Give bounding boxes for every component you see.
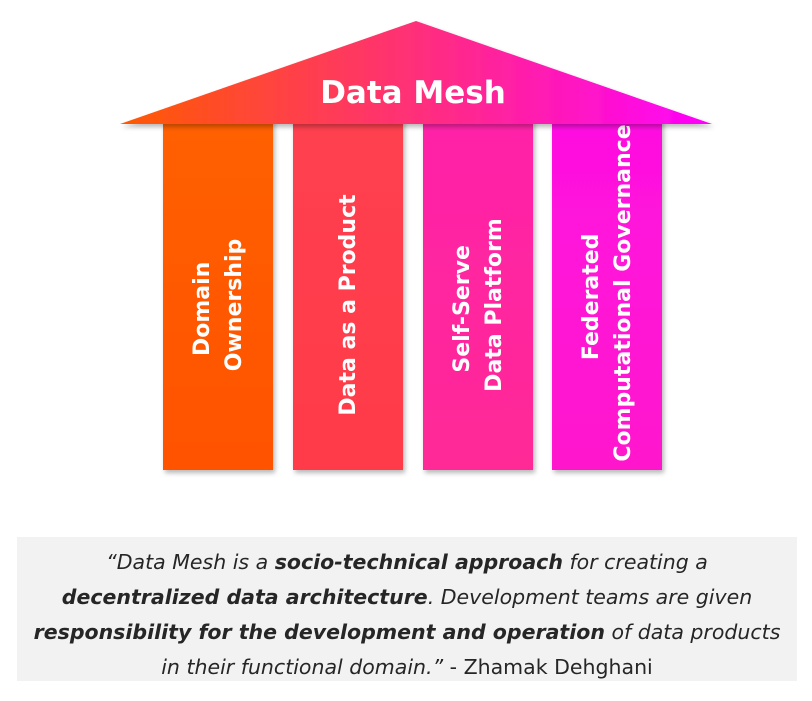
roof: Data Mesh bbox=[120, 21, 712, 124]
quote-highlight-3: responsibility for the development and o… bbox=[33, 620, 605, 644]
pillar-0: Domain Ownership bbox=[163, 118, 273, 470]
pillar-0-label-line-1: Ownership bbox=[222, 239, 247, 372]
svg-text:Federated Computational: Federated Computational Governance bbox=[579, 124, 636, 461]
pillar-2: Self-Serve Data Platform bbox=[423, 118, 533, 470]
quote-box: “Data Mesh is a socio-technical approach… bbox=[17, 537, 797, 681]
quote-text-part-2: for creating a bbox=[562, 550, 708, 574]
svg-text:Domain Ownership: Domain Ownership bbox=[190, 239, 247, 372]
pillar-1: Data as a Product bbox=[293, 118, 403, 470]
data-mesh-diagram: Domain Ownership Data as a Product Self-… bbox=[120, 21, 712, 470]
roof-title: Data Mesh bbox=[320, 75, 506, 111]
pillar-3-label-line-0: Federated bbox=[579, 234, 604, 361]
svg-text:Data as a Product: Data as a Product bbox=[336, 194, 361, 416]
quote-text-part-1: “Data Mesh is a bbox=[106, 550, 275, 574]
pillar-2-label-line-0: Self-Serve bbox=[450, 245, 475, 373]
pillar-0-column bbox=[163, 118, 273, 470]
quote-highlight-2: decentralized data architecture bbox=[61, 585, 428, 609]
pillar-2-column bbox=[423, 118, 533, 470]
quote-highlight-1: socio-technical approach bbox=[274, 550, 563, 574]
svg-text:Self-Serve Data Platform: Self-Serve Data Platform bbox=[450, 218, 507, 392]
roof-shape bbox=[120, 21, 712, 124]
pillar-1-column bbox=[293, 118, 403, 470]
pillar-2-label-line-1: Data Platform bbox=[482, 218, 507, 392]
pillar-1-label-line-0: Data as a Product bbox=[336, 194, 361, 416]
pillar-3-column bbox=[552, 118, 662, 470]
pillar-3: Federated Computational Governance bbox=[552, 118, 662, 470]
pillar-3-label-line-1: Computational Governance bbox=[611, 124, 636, 461]
quote-attribution: - Zhamak Dehghani bbox=[443, 655, 653, 679]
quote-text-part-4: of data products in their functional dom… bbox=[161, 620, 781, 679]
quote-text-part-3: . Development teams are given bbox=[427, 585, 753, 609]
pillar-0-label-line-0: Domain bbox=[190, 262, 215, 356]
